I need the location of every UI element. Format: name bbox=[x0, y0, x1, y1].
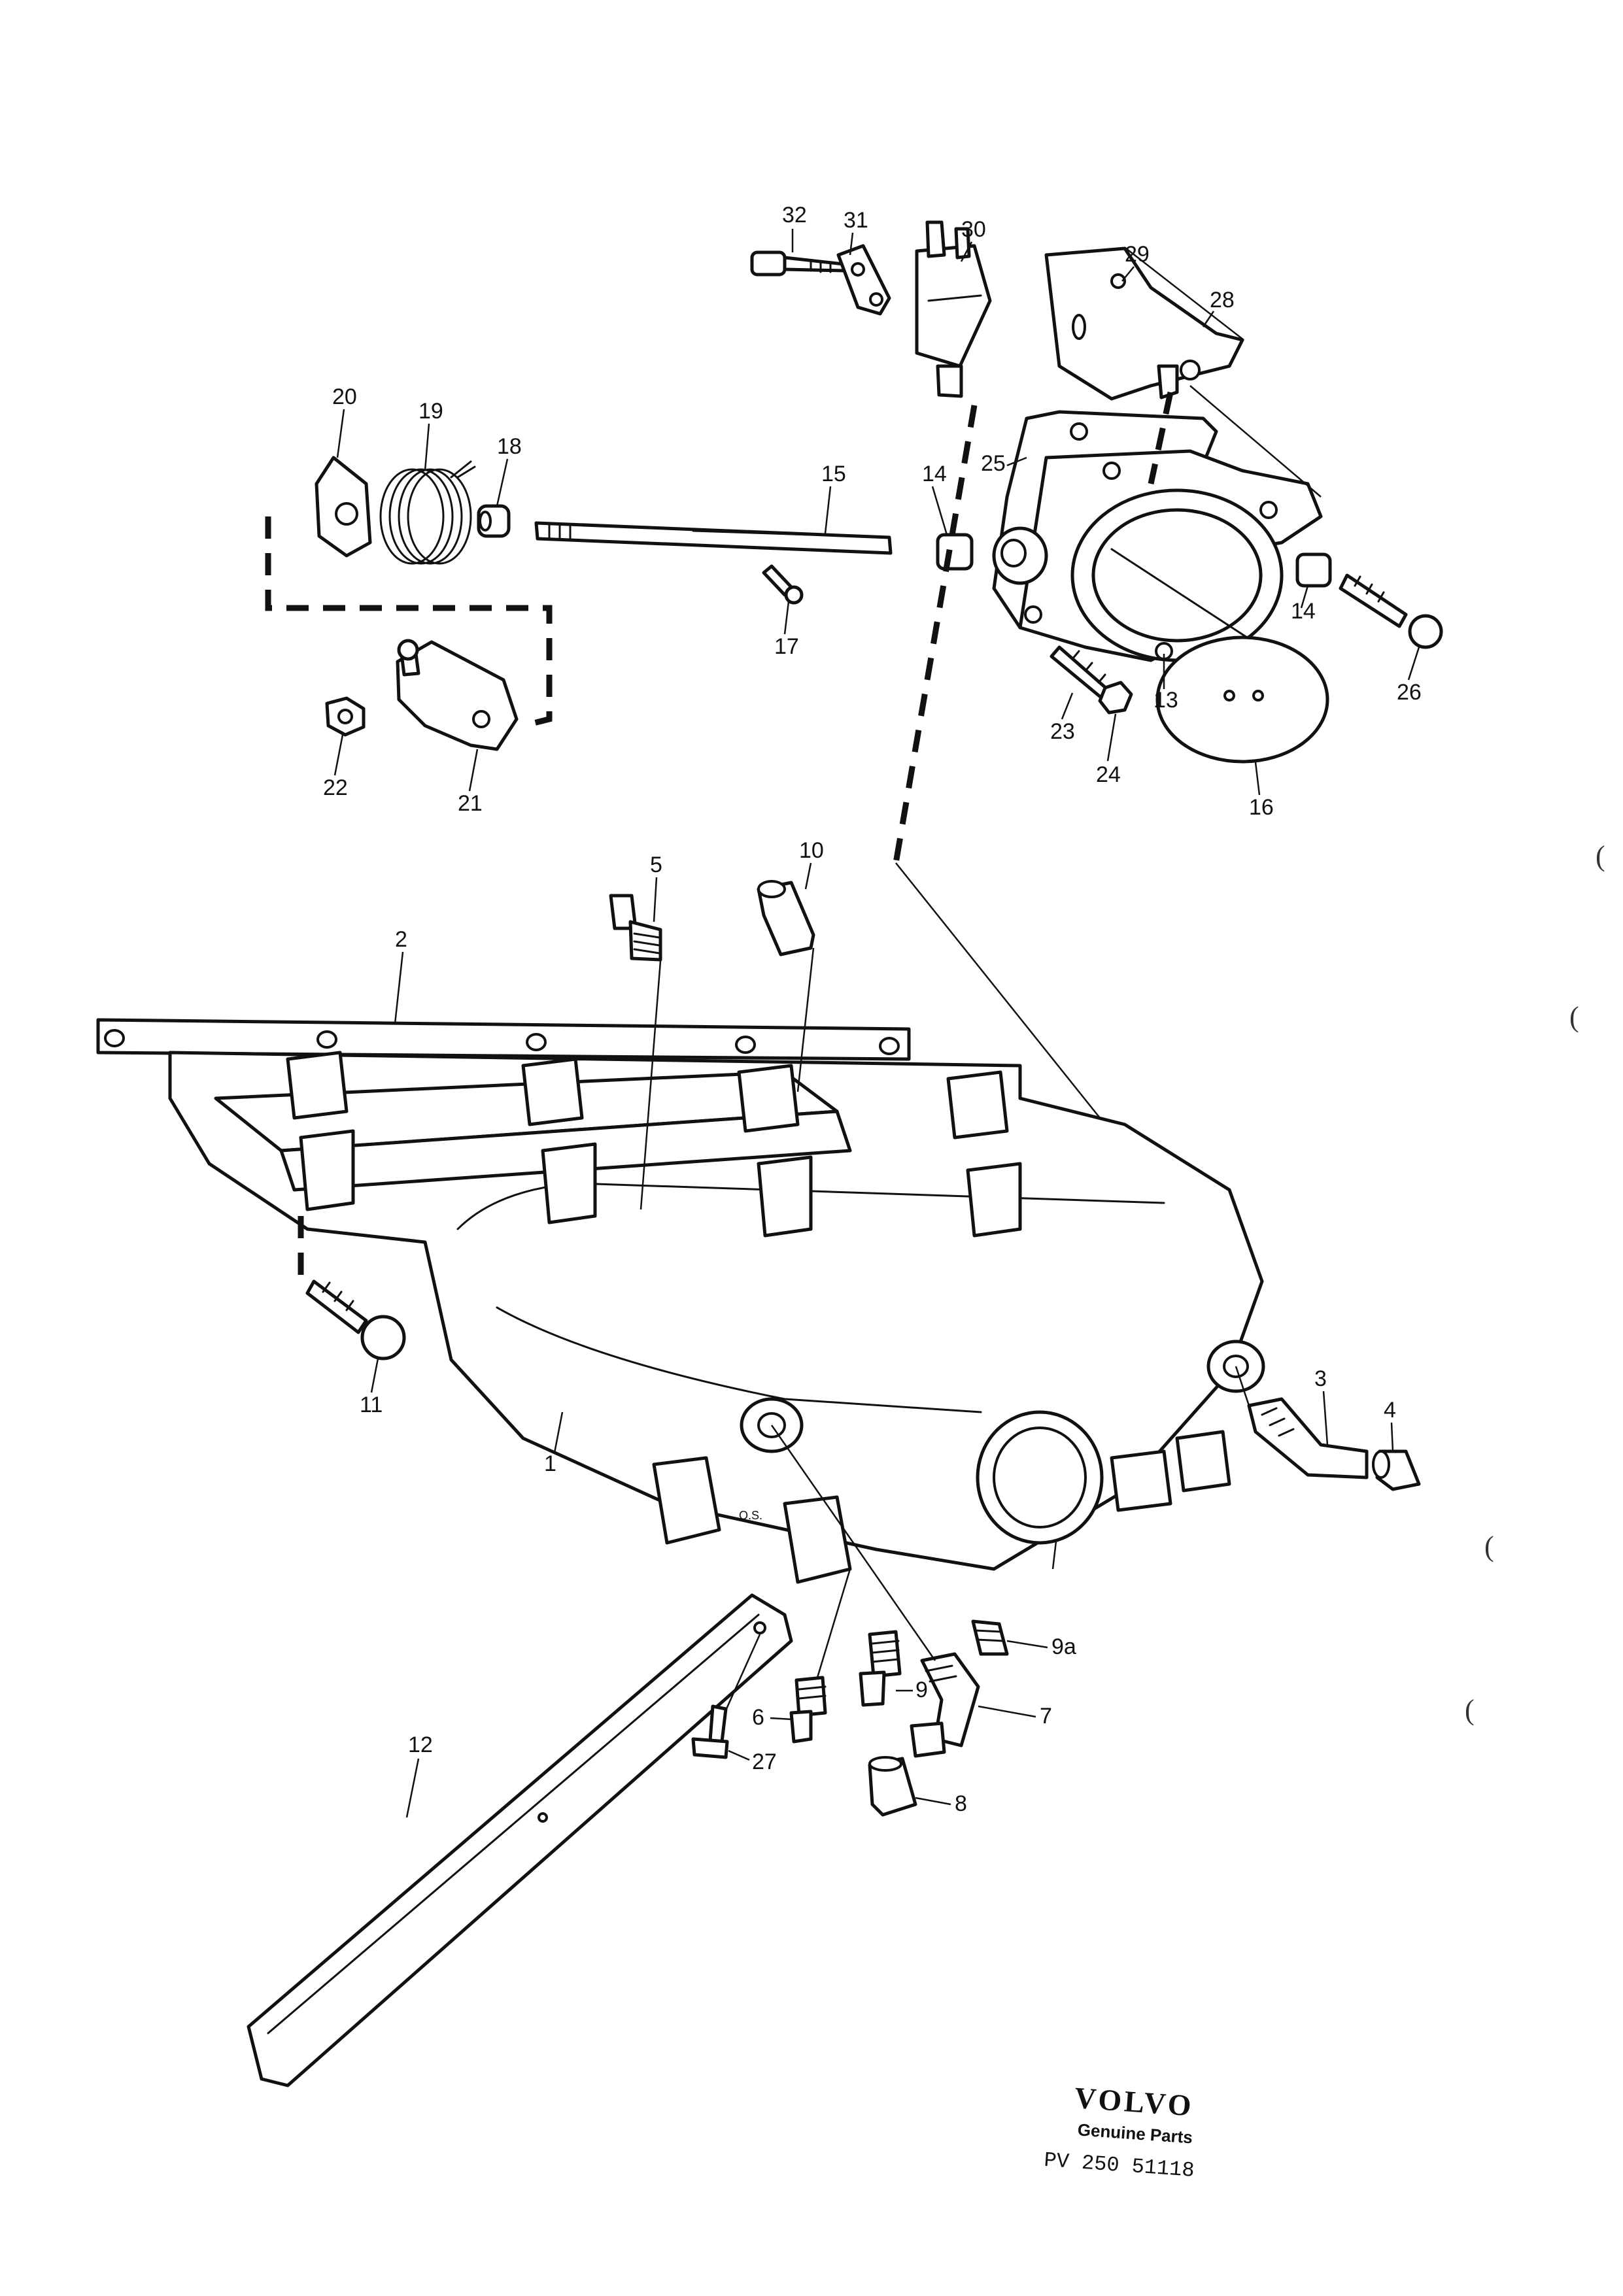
margin-marks: ( ( ( ( bbox=[1465, 840, 1605, 1726]
part-26-screw bbox=[1339, 573, 1443, 649]
assembly-line-housing-manifold bbox=[893, 405, 978, 864]
throttle-body-assembly bbox=[265, 220, 1443, 1570]
part-12-support-bar bbox=[247, 1593, 793, 2087]
part-27-screw bbox=[691, 1704, 729, 1759]
callout-21: 21 bbox=[458, 791, 483, 816]
genuine-parts-label: Genuine Parts bbox=[1077, 2119, 1193, 2147]
part-3-elbow bbox=[1247, 1397, 1369, 1479]
volvo-brand: VOLVO bbox=[1074, 2081, 1195, 2123]
part-31-plate bbox=[836, 244, 891, 316]
callout-3: 3 bbox=[1314, 1366, 1327, 1391]
part-5-nipple bbox=[609, 894, 662, 962]
callout-22: 22 bbox=[323, 775, 348, 800]
callout-31: 31 bbox=[844, 208, 868, 233]
callout-30: 30 bbox=[961, 217, 986, 242]
callout-23: 23 bbox=[1050, 719, 1075, 744]
margin-mark-3: ( bbox=[1484, 1530, 1494, 1562]
callout-17: 17 bbox=[774, 634, 799, 659]
part-16-throttle-plate bbox=[1155, 635, 1329, 764]
part-17-pin bbox=[762, 564, 804, 605]
callout-18: 18 bbox=[497, 434, 522, 459]
assembly-line-bracket-housing bbox=[1148, 392, 1174, 484]
part-8-cap bbox=[868, 1756, 917, 1817]
callout-7: 7 bbox=[1040, 1704, 1052, 1729]
callout-9a: 9a bbox=[1051, 1634, 1076, 1659]
part-number: PV 250 51118 bbox=[1043, 2148, 1195, 2183]
part-2-gasket bbox=[96, 1018, 911, 1061]
part-15-spindle bbox=[534, 521, 893, 555]
callout-20: 20 bbox=[332, 384, 357, 409]
margin-mark-2: ( bbox=[1569, 1001, 1579, 1033]
callout-8: 8 bbox=[955, 1791, 967, 1816]
part-21-bracket bbox=[396, 639, 519, 751]
part-4-cap bbox=[1372, 1449, 1421, 1491]
manifold-runners bbox=[286, 1051, 1231, 1584]
callout-9: 9 bbox=[915, 1678, 928, 1702]
callout-32: 32 bbox=[782, 203, 807, 228]
part-18-bush bbox=[477, 504, 511, 538]
part-9-nipple bbox=[859, 1630, 902, 1707]
part-9a-plug bbox=[971, 1619, 1009, 1656]
part-13-throttle-housing bbox=[992, 410, 1323, 662]
assembly-line-spring-bracket bbox=[265, 516, 553, 729]
casting-mark: O.S. bbox=[739, 1509, 762, 1522]
callout-12: 12 bbox=[408, 1732, 433, 1757]
part-6-nipple bbox=[789, 1676, 827, 1744]
callout-29: 29 bbox=[1125, 242, 1150, 267]
part-28-29-bracket bbox=[1044, 246, 1244, 401]
callout-11: 11 bbox=[360, 1393, 383, 1417]
part-32-screw bbox=[750, 250, 846, 277]
callout-5: 5 bbox=[650, 853, 662, 877]
callout-19: 19 bbox=[419, 399, 443, 424]
callout-24: 24 bbox=[1096, 762, 1121, 787]
callout-28: 28 bbox=[1210, 288, 1235, 312]
callout-25: 25 bbox=[981, 451, 1006, 476]
part-10-sleeve bbox=[757, 880, 815, 956]
callout-27: 27 bbox=[752, 1749, 777, 1774]
callout-26: 26 bbox=[1397, 680, 1422, 705]
callout-10: 10 bbox=[799, 838, 824, 863]
callout-13: 13 bbox=[1153, 688, 1178, 713]
callout-14: 14 bbox=[922, 462, 947, 486]
intake-manifold-assembly bbox=[96, 880, 1421, 1584]
part-30-switch bbox=[915, 220, 992, 398]
part-23-24-screw-nut bbox=[1050, 645, 1133, 715]
lower-parts bbox=[247, 1425, 1009, 2087]
part-20-lever bbox=[315, 456, 372, 558]
callout-4: 4 bbox=[1384, 1398, 1396, 1423]
margin-mark-1: ( bbox=[1596, 840, 1605, 872]
volvo-footer: VOLVO Genuine Parts PV 250 51118 bbox=[1043, 2081, 1195, 2183]
part-11-bolt bbox=[305, 1279, 406, 1360]
margin-mark-4: ( bbox=[1465, 1694, 1475, 1726]
callout-6: 6 bbox=[752, 1705, 764, 1730]
callout-1: 1 bbox=[544, 1451, 556, 1476]
callout-16: 16 bbox=[1249, 795, 1274, 820]
callout-15: 15 bbox=[821, 462, 846, 486]
part-19-spring bbox=[379, 460, 476, 565]
part-22-nut bbox=[325, 696, 366, 737]
callout-2: 2 bbox=[395, 927, 407, 952]
callout-labels: 32 31 30 29 28 20 19 18 15 14 25 14 26 1… bbox=[323, 203, 1422, 1818]
part-7-elbow bbox=[910, 1652, 980, 1758]
